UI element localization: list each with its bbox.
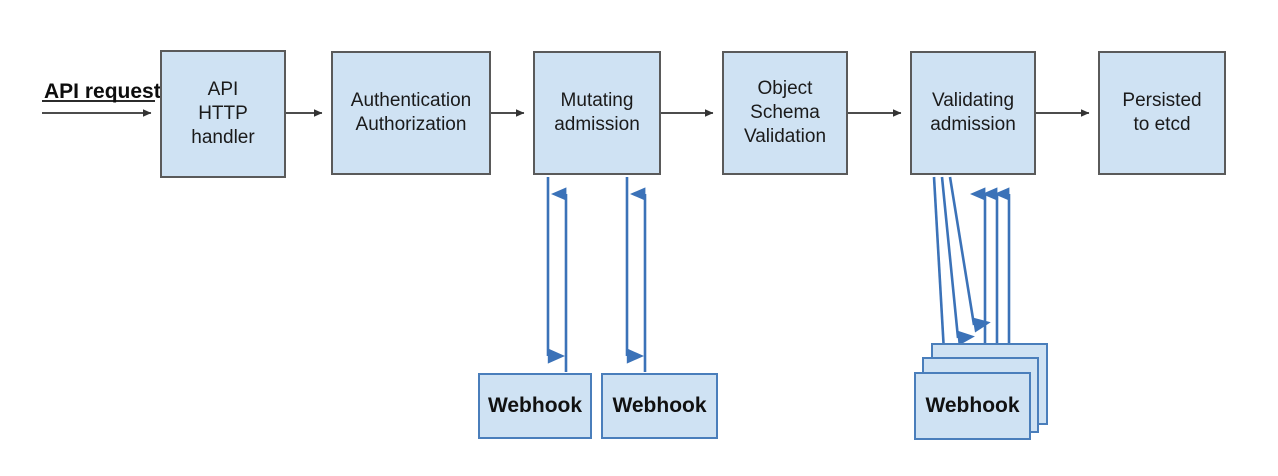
node-object-schema-validation[interactable]: Object Schema Validation [722,51,848,175]
mutating-webhook-1-edges [546,177,568,372]
edge-validating-to-webhook-middle-down [940,176,975,346]
node-mutating-admission[interactable]: Mutating admission [533,51,661,175]
webhook-box-validating-front[interactable]: Webhook [914,372,1031,440]
node-api-http-handler[interactable]: API HTTP handler [160,50,286,178]
node-persisted-to-etcd[interactable]: Persisted to etcd [1098,51,1226,175]
api-request-label: API request [44,80,161,103]
mutating-webhook-2-edges [625,177,647,372]
webhook-box-mutating-1[interactable]: Webhook [478,373,592,439]
webhook-box-mutating-2[interactable]: Webhook [601,373,718,439]
node-validating-admission[interactable]: Validating admission [910,51,1036,175]
edge-validating-to-webhook-front-down [932,176,961,360]
edge-validating-to-webhook-back-down [948,176,991,333]
node-authentication-authorization[interactable]: Authentication Authorization [331,51,491,175]
